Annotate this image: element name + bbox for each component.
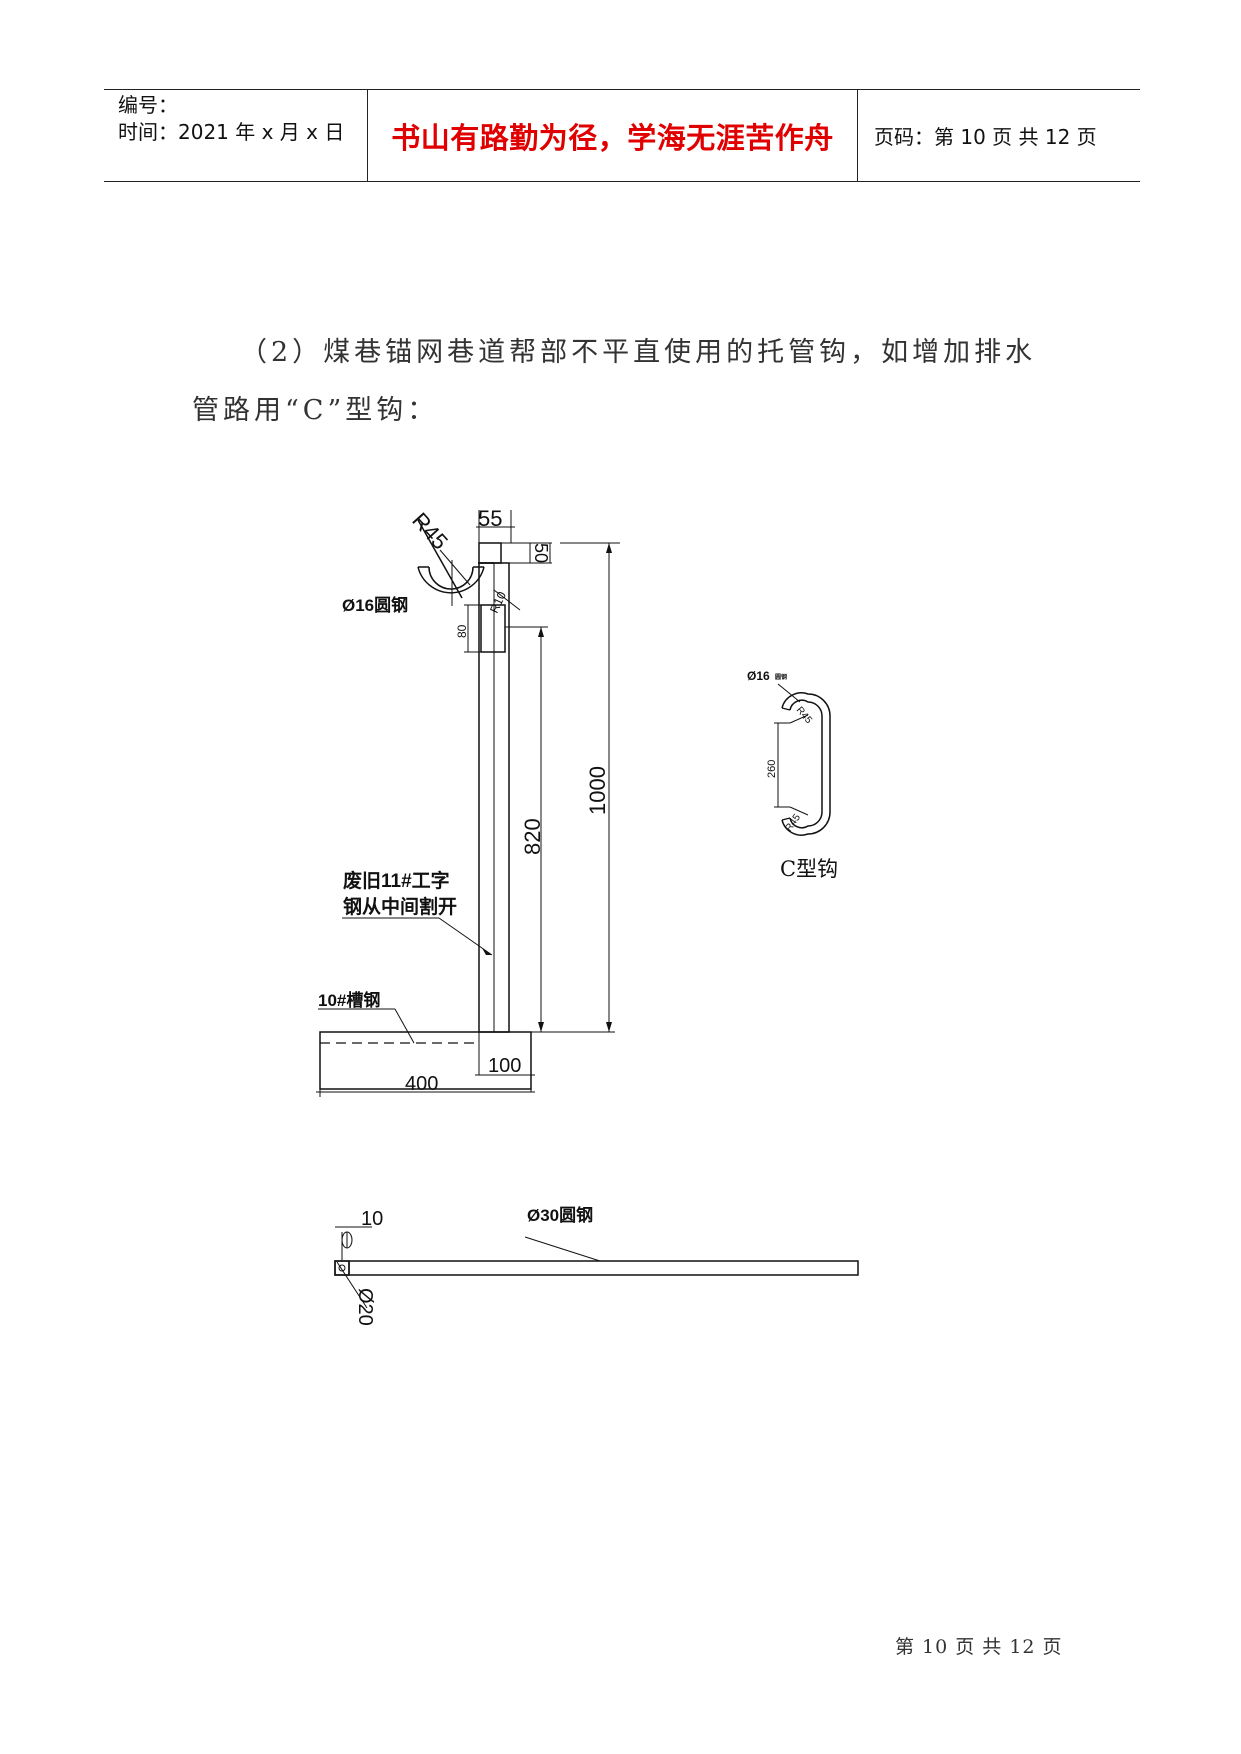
page-header: 编号： 时间：2021 年 x 月 x 日 书山有路勤为径，学海无涯苦作舟 页码…: [104, 89, 1140, 182]
c-hook-r45-top: R45: [794, 705, 815, 726]
c-hook-outer: [781, 692, 831, 836]
dim-phi20: Ø20: [354, 1288, 376, 1326]
document-time: 时间：2021 年 x 月 x 日: [118, 120, 345, 144]
dim-100: 100: [488, 1055, 521, 1077]
paragraph-line-1: （2）煤巷锚网巷道帮部不平直使用的托管钩，如增加排水: [240, 337, 1037, 368]
dim-1000: 1000: [585, 766, 610, 815]
c-hook-dim-260: 260: [766, 760, 778, 778]
label-ibeam-line2: 钢从中间割开: [343, 895, 457, 918]
round-rod: [334, 1260, 859, 1276]
hook-inner-arc: [428, 566, 474, 590]
dim-50: 50: [531, 543, 551, 563]
c-hook-r45-bottom: R45: [783, 812, 803, 834]
dim-10: 10: [361, 1208, 383, 1230]
r10-clamp: [480, 604, 506, 653]
dim-r10: R10: [487, 589, 509, 615]
label-phi16-round-steel: Ø16圆钢: [342, 595, 408, 615]
dim-820: 820: [520, 818, 545, 855]
top-clamp: [478, 542, 502, 564]
page-footer: 第 10 页 共 12 页: [895, 1636, 1063, 1658]
dim-r45: R45: [407, 508, 453, 555]
dim-400: 400: [405, 1073, 438, 1095]
label-ibeam-line1: 废旧11#工字: [343, 869, 450, 892]
dim-80: 80: [455, 624, 469, 638]
rod-end: [334, 1260, 350, 1276]
header-page-code: 页码：第 10 页 共 12 页: [874, 125, 1097, 149]
paragraph-line-2: 管路用“C”型钩：: [192, 395, 439, 426]
c-hook-tiny-label: 圆钢: [775, 673, 787, 681]
label-phi30-round-steel: Ø30圆钢: [527, 1205, 593, 1225]
header-meta: 编号： 时间：2021 年 x 月 x 日: [104, 90, 368, 181]
label-channel-steel: 10#槽钢: [318, 990, 380, 1010]
c-hook-title: C型钩: [780, 857, 838, 881]
dim-55: 55: [478, 506, 502, 531]
r45-leader: [417, 519, 463, 599]
header-motto: 书山有路勤为径，学海无涯苦作舟: [368, 90, 858, 181]
c-hook-phi16: Ø16: [747, 669, 770, 683]
c-hook-inner: [789, 699, 823, 829]
document-number: 编号：: [118, 93, 178, 117]
